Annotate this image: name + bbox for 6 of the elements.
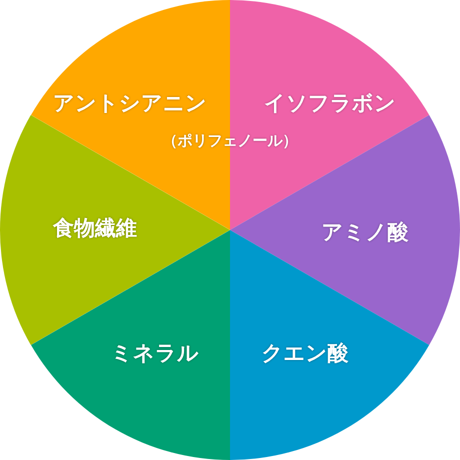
sector-label: 食物繊維 bbox=[53, 215, 137, 242]
sector-label: ミネラル bbox=[110, 340, 199, 367]
sector-label: イソフラボン bbox=[264, 90, 396, 117]
sector-label: アミノ酸 bbox=[322, 219, 408, 246]
sector-label: クエン酸 bbox=[262, 340, 348, 367]
sector-label: アントシアニン bbox=[52, 90, 207, 117]
